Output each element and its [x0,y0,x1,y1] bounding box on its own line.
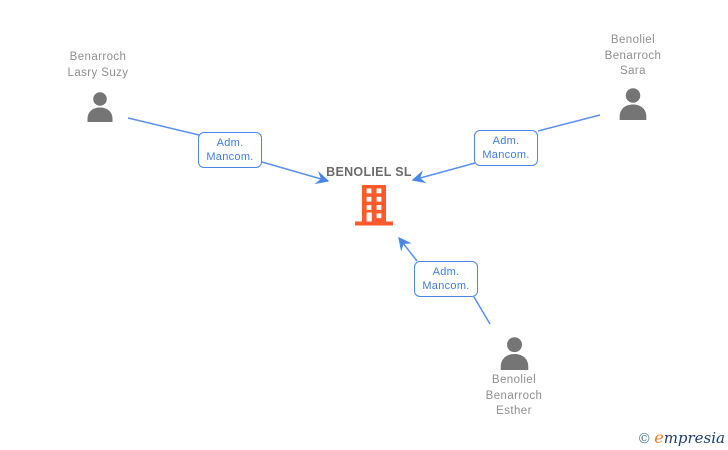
edge-esther-to-label [473,296,491,325]
person-name-line: Benarroch [604,49,662,62]
relation-label-line: Mancom. [482,149,530,161]
relation-label-suzy[interactable]: Adm. Mancom. [198,132,262,168]
edge-label-to-company-right [411,162,476,184]
person-name-line: Benoliel [610,34,656,46]
relation-label-esther[interactable]: Adm. Mancom. [414,261,478,297]
person-label-benoliel-benarroch-sara[interactable]: Benoliel Benarroch Sara [605,33,662,80]
company-label[interactable]: BENOLIEL SL [326,165,412,179]
relation-label-line: Mancom. [422,280,470,292]
person-name-line: Sara [620,65,646,77]
person-name-line: Lasry Suzy [67,66,129,79]
relation-label-line: Mancom. [206,151,254,163]
empresia-watermark: ©empresia [637,429,725,448]
copyright-icon: © [637,431,652,447]
person-name-line: Benoliel [491,374,537,386]
relation-label-line: Adm. [492,135,520,147]
edge-suzy-to-label [127,117,200,136]
edge-label-to-company-bottom [398,236,418,262]
person-label-benoliel-benarroch-esther[interactable]: Benoliel Benarroch Esther [486,373,543,420]
relation-label-line: Adm. [216,137,244,149]
edge-sara-to-label [537,114,601,132]
building-icon[interactable] [353,184,395,226]
relation-label-line: Adm. [432,266,460,278]
person-icon-esther[interactable] [499,337,530,370]
person-icon-sara[interactable] [618,88,648,120]
edge-label-to-company-left [261,161,330,185]
brand-name: mpresia [663,429,725,447]
person-icon-suzy[interactable] [86,91,114,123]
person-name-line: Benarroch [485,389,543,402]
brand-initial: e [654,428,664,447]
relation-label-sara[interactable]: Adm. Mancom. [474,130,538,166]
person-name-line: Benarroch [69,51,127,63]
person-label-benarroch-lasry-suzy[interactable]: Benarroch Lasry Suzy [68,50,129,81]
person-name-line: Esther [496,405,532,417]
